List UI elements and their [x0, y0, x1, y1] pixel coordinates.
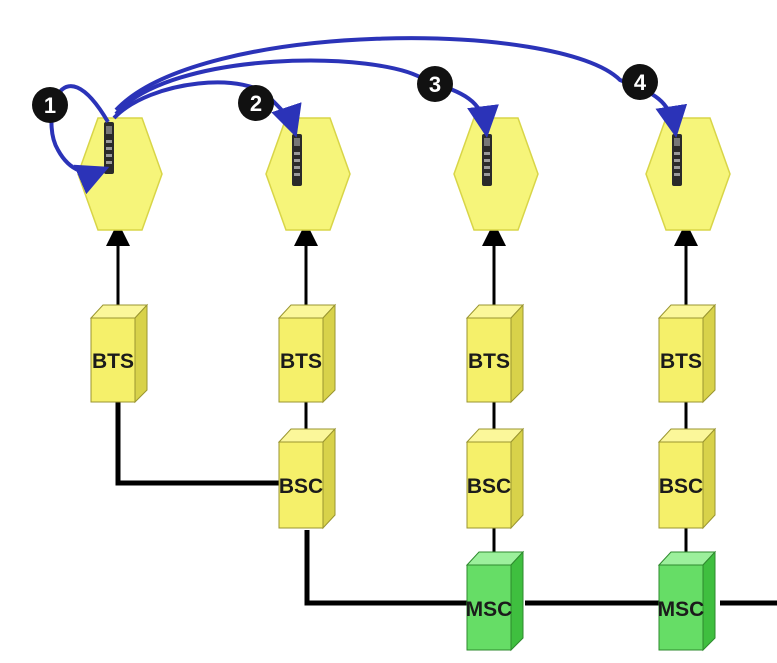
mobile-phone-icon	[292, 134, 302, 186]
bsc2-to-msc-link	[307, 530, 470, 603]
step-marker-4: 4	[622, 64, 658, 100]
mobile-phone-icon	[482, 134, 492, 186]
msc-4-label: MSC	[658, 598, 705, 621]
mobile-phone-icon	[672, 134, 682, 186]
cell-links	[118, 228, 686, 555]
bts-4: BTS	[659, 305, 715, 402]
bsc-3-label: BSC	[467, 475, 511, 498]
mobile-phone-icon	[104, 122, 114, 174]
cell-3	[454, 118, 538, 230]
step-marker-2-label: 2	[250, 91, 262, 116]
cells	[78, 118, 730, 230]
step-marker-4-label: 4	[634, 70, 647, 95]
bts-1: BTS	[91, 305, 147, 402]
msc-3: MSC	[466, 552, 523, 650]
bsc-4: BSC	[659, 429, 715, 528]
bts1-to-bsc2-link	[118, 400, 280, 483]
bsc-2-label: BSC	[279, 475, 323, 498]
bts-3: BTS	[467, 305, 523, 402]
step-marker-3-label: 3	[429, 72, 441, 97]
msc-4: MSC	[658, 552, 715, 650]
bts-2: BTS	[279, 305, 335, 402]
step-markers: 1 2 3 4	[32, 64, 658, 123]
bts-2-label: BTS	[280, 350, 322, 373]
bsc-2: BSC	[279, 429, 335, 528]
bts-1-label: BTS	[92, 350, 134, 373]
cell-2	[266, 118, 350, 230]
step-marker-2: 2	[238, 85, 274, 121]
step-marker-3: 3	[417, 66, 453, 102]
bts-3-label: BTS	[468, 350, 510, 373]
msc-3-label: MSC	[466, 598, 513, 621]
step-marker-1: 1	[32, 87, 68, 123]
cell-4	[646, 118, 730, 230]
bts-4-label: BTS	[660, 350, 702, 373]
bsc-4-label: BSC	[659, 475, 703, 498]
bsc-3: BSC	[467, 429, 523, 528]
mobile-phones	[104, 122, 682, 186]
step-marker-1-label: 1	[44, 93, 56, 118]
